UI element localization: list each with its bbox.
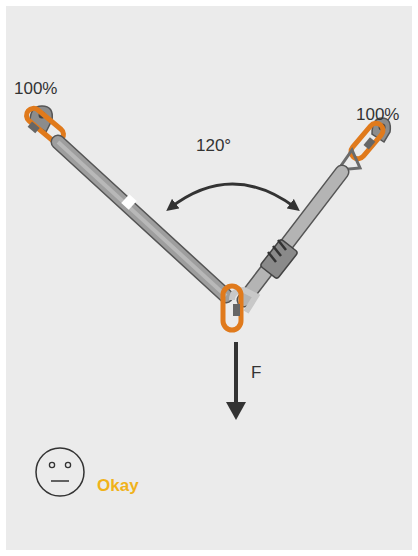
rating-label: Okay	[97, 477, 139, 496]
force-arrow	[226, 342, 246, 420]
panel	[6, 6, 412, 550]
left-sling	[58, 142, 226, 296]
right-sling	[232, 172, 342, 312]
right-anchor	[338, 118, 390, 170]
load-percent: 100%	[14, 80, 57, 99]
force-label: F	[251, 364, 261, 383]
angle-value: 120°	[196, 137, 231, 156]
load-percent: 100%	[356, 106, 399, 125]
master-carabiner	[223, 286, 241, 330]
neutral-face-icon	[36, 448, 84, 496]
angle-arc	[170, 184, 296, 208]
